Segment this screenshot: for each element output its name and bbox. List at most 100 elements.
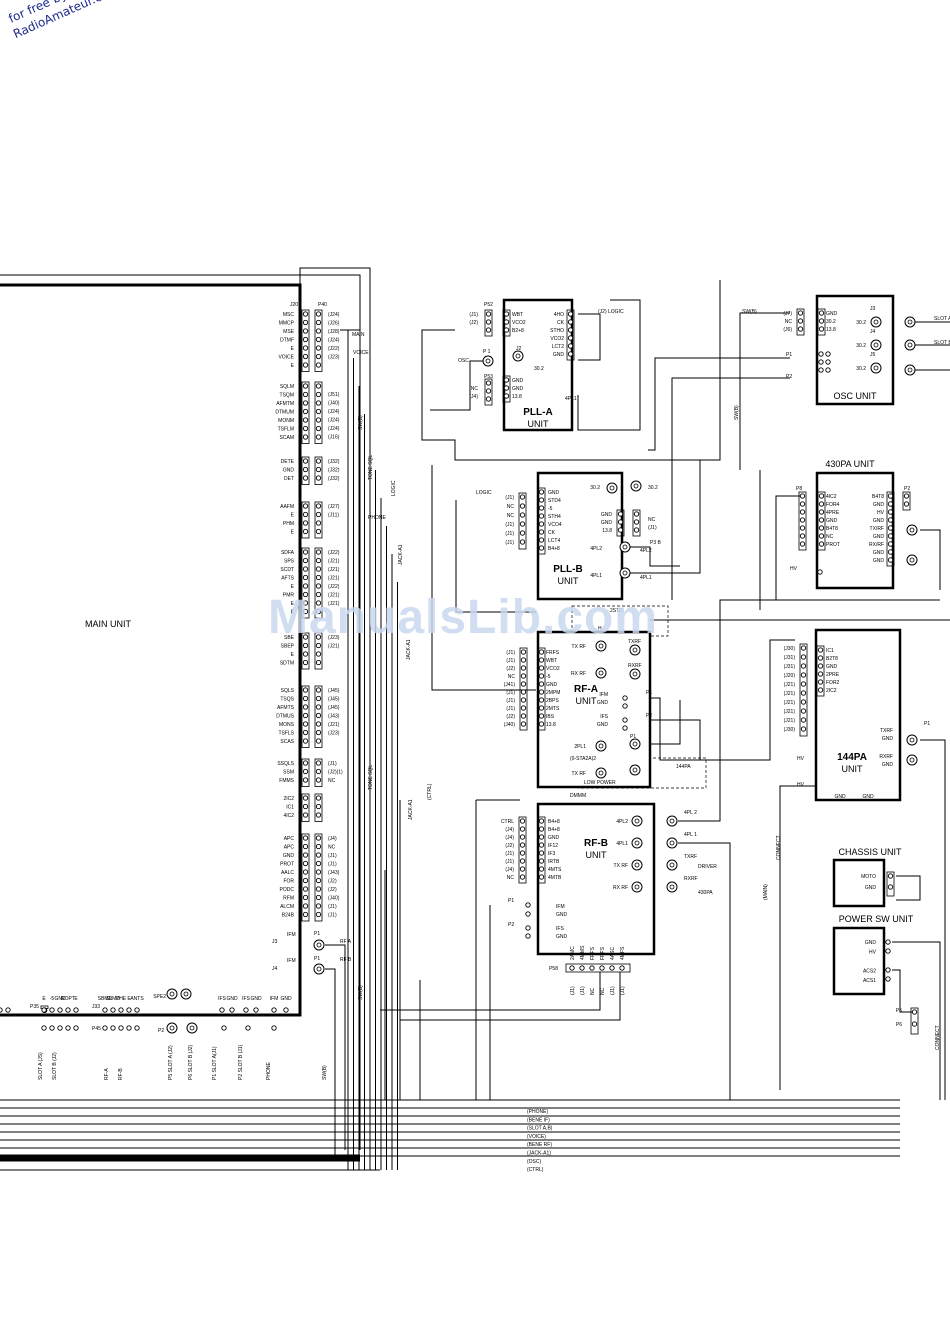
p57-pin: (J1) [505, 859, 514, 865]
osc-sw: SW(B) [742, 309, 757, 315]
p40-pin: (J23) [328, 355, 340, 361]
p9-pin: (J21) [784, 682, 796, 688]
main-pin-label: AFMTM [276, 401, 294, 407]
connector-pin [302, 704, 309, 710]
p9-pin: (J21) [784, 700, 796, 706]
p56-pin: (J1) [506, 698, 515, 704]
p46-pin: (J11) [328, 513, 339, 519]
chassis-unit [832, 858, 886, 908]
bus-label: (VOICE) [527, 1134, 546, 1140]
144pa-j1 [816, 645, 825, 697]
connector-pin [315, 591, 322, 598]
144pa-hv: HV [797, 782, 805, 788]
connector-pin [520, 649, 527, 655]
connector-pin [315, 336, 322, 343]
430pa-j3-label: PROT [826, 542, 840, 548]
main-connector [301, 685, 310, 748]
pll-a-logic-label: (J2) LOGIC [598, 309, 624, 315]
p41-pin: (J40) [328, 401, 340, 407]
osc-wire [671, 377, 790, 600]
bottom-vertical-label: P2 SLOT B (J1) [238, 1044, 244, 1080]
p49-pin: (J45) [328, 697, 340, 703]
main-connector [301, 547, 310, 619]
p39-pin [57, 1007, 63, 1013]
connector-pin [538, 673, 545, 679]
pin [525, 933, 531, 939]
main-pin-label: TSQM [280, 393, 294, 399]
connector-pin [302, 328, 309, 334]
osc-unit [815, 294, 895, 406]
osc-j1-label: GND [826, 311, 838, 317]
p9-pin: (J21) [784, 709, 796, 715]
p53-pin: (J4) [469, 394, 478, 400]
pll-a-j4 [502, 375, 511, 403]
coax-jack-center [909, 737, 915, 743]
main-pin-label: DTMUM [275, 410, 294, 416]
430pa-j3-label: 4PRE [826, 510, 840, 516]
main-pin-label: SSQLS [277, 761, 294, 767]
pll-a-j3-label: LCT2 [552, 344, 564, 350]
connector-pin [903, 501, 910, 507]
connector-pin [538, 818, 545, 824]
p39-pin [49, 1007, 55, 1013]
p39-pin [73, 1007, 79, 1013]
connector-pin [538, 521, 545, 527]
p58-label: 2AMC [570, 946, 576, 960]
144pa-j1-label: GND [826, 664, 838, 670]
osc-label: OSC [458, 358, 469, 364]
rf-a-j4-label: FRFS [546, 650, 560, 656]
connector-pin [315, 458, 322, 464]
144pa-wire [779, 785, 816, 1090]
main-pin-label: PHM [283, 521, 294, 527]
pll-b-j1-label: GND [548, 490, 560, 496]
p9-connector [799, 643, 808, 737]
main-pin-label: FMMS [279, 778, 294, 784]
connector-pin [818, 493, 825, 499]
rx-rf: RX RF [571, 671, 586, 677]
connector-pin [302, 738, 309, 744]
wires [0, 267, 950, 1171]
connector-pin [887, 533, 894, 539]
p5-label: P5 [896, 1008, 902, 1014]
connector-pin [315, 566, 322, 572]
p9-pin: (J21) [784, 691, 796, 697]
main-unit-title: MAIN UNIT [85, 619, 132, 629]
p9-pin: (J31) [784, 655, 796, 661]
430pa-j3-label: FOR4 [826, 502, 840, 508]
rfb-jack-label: 4PL2 [616, 819, 628, 825]
coax-jack-center [634, 840, 640, 846]
p53-label: P53 [484, 374, 493, 380]
p44-pin [102, 1007, 108, 1013]
p56-pin: (J1) [506, 658, 515, 664]
connector-pin [315, 475, 322, 481]
430pa-j2-label: B4T8 [872, 494, 884, 500]
pll-a-unit-label: UNIT [528, 419, 549, 429]
rf-b-j3-label: 4MTB [548, 875, 562, 881]
power-sw-pin: ACS1 [863, 978, 876, 984]
bottom-vertical-label: P1 SLOT A(J1) [212, 1046, 218, 1080]
connector-pin [315, 860, 322, 867]
pll-b-j3 [616, 509, 625, 537]
connector-pin [302, 583, 309, 589]
pll-b-j1-label: CK [548, 530, 556, 536]
pll-a-30v2: 30.2 [534, 366, 544, 372]
ifm-pin [271, 1007, 277, 1013]
connector-pin [519, 521, 526, 527]
connector-pin [302, 877, 309, 884]
p58-title: P58 [549, 966, 558, 972]
p41-pin: (J24) [328, 409, 340, 415]
pll-a-j4-label: 13.8 [512, 394, 522, 400]
rfa-ifs-pin [622, 717, 628, 723]
osc-p1: P1 [786, 352, 792, 358]
connector-pin [315, 466, 322, 473]
connector-pin [818, 517, 825, 523]
p49-pin: (J45) [328, 688, 340, 694]
connector-pin [302, 768, 309, 775]
p57-pin: CTRL [501, 819, 514, 825]
430pa-j2-label: GND [873, 502, 885, 508]
rfb-wire [678, 842, 731, 1100]
rf-a-j4-label: WBT [546, 658, 557, 664]
p58-pin [609, 965, 615, 971]
p54-pin: (J1) [505, 540, 514, 546]
chassis-pin: MOTO [861, 874, 876, 880]
